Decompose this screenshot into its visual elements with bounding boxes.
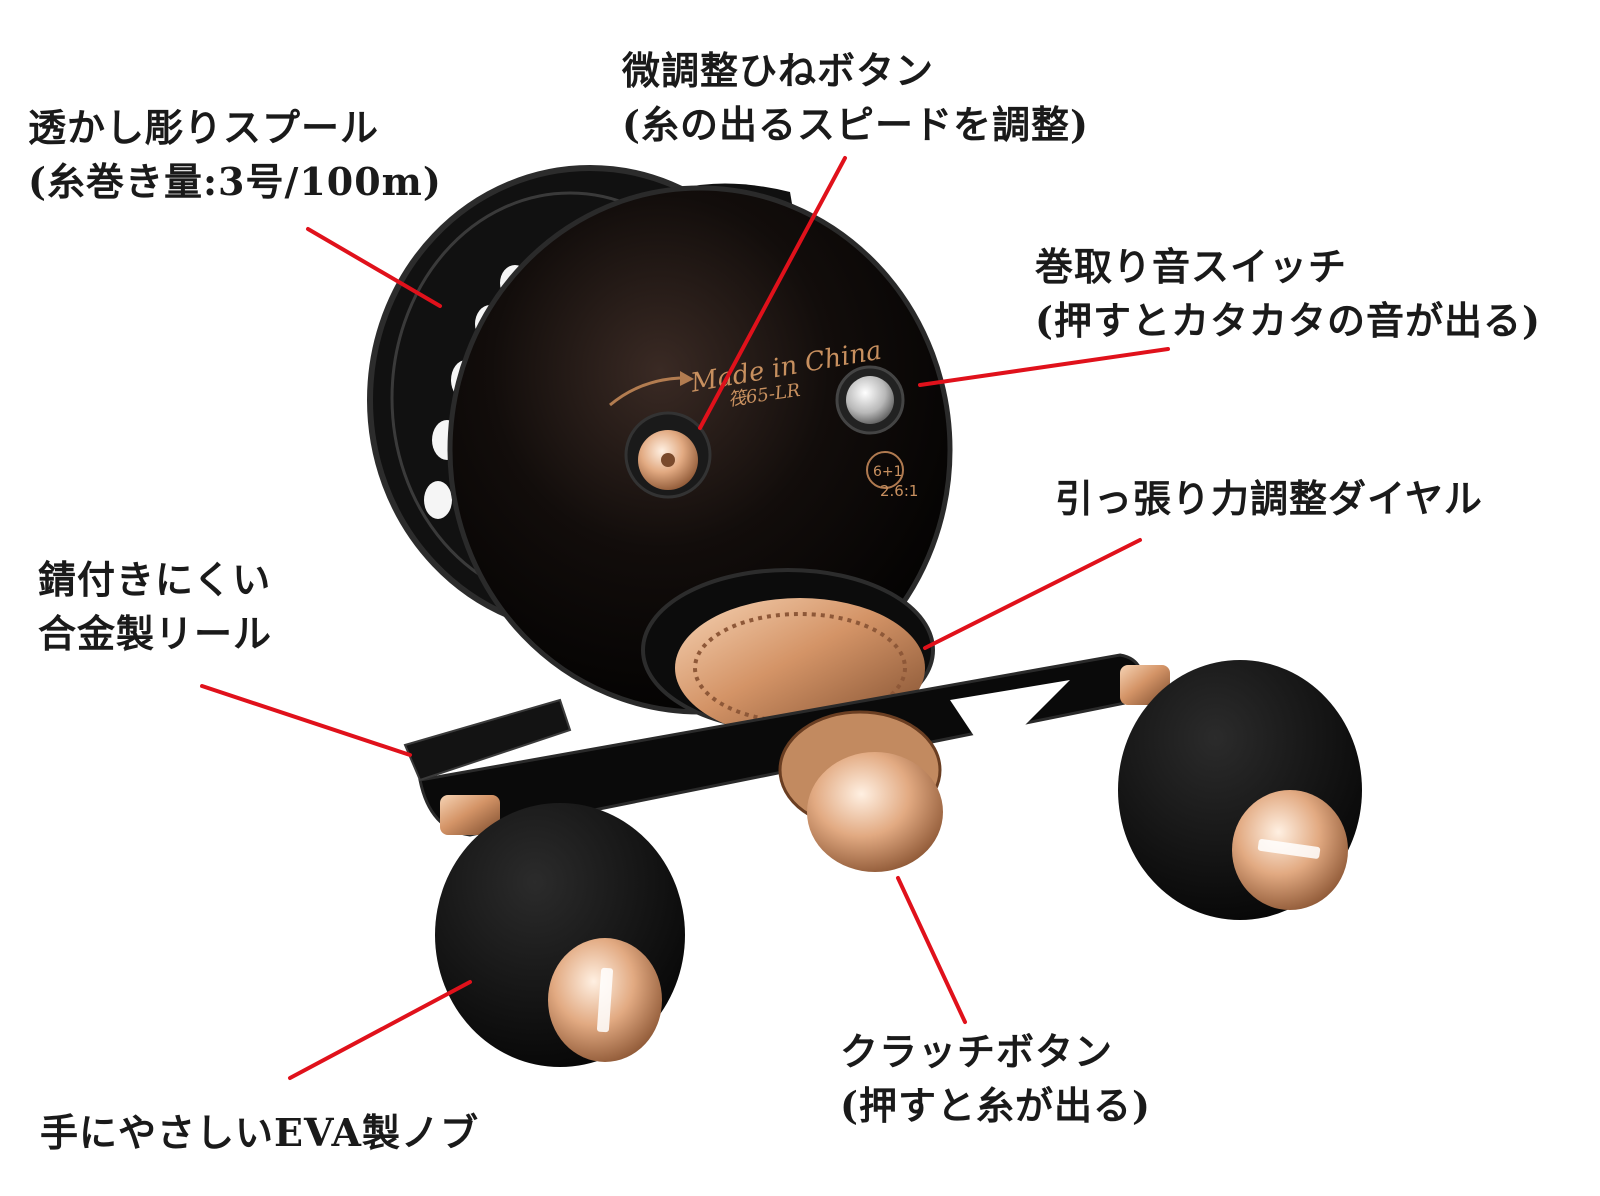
- handle-arm: [403, 653, 1144, 837]
- leader-tension: [923, 538, 1142, 650]
- label-eva-knob: 手にやさしいEVA製ノブ: [40, 1106, 479, 1160]
- label-knob-title: 手にやさしいEVA製ノブ: [40, 1110, 479, 1155]
- bearing-text: 6+1: [873, 464, 903, 480]
- fine-adjust-knob: [624, 411, 712, 499]
- label-clutch-title: クラッチボタン: [840, 1029, 1114, 1074]
- label-alloy-body: 錆付きにくい 合金製リール: [38, 553, 272, 661]
- leader-spool: [306, 227, 442, 308]
- label-alloy-line1: 錆付きにくい: [38, 557, 272, 602]
- ratio-text: 2.6:1: [880, 482, 918, 500]
- right-knob-slot: [1257, 838, 1321, 859]
- bearing-badge: [866, 451, 904, 489]
- label-fine-adjust: 微調整ひねボタン (糸の出るスピードを調整): [622, 44, 1089, 152]
- right-knob: [1118, 660, 1362, 920]
- label-sound-detail: (押すとカタカタの音が出る): [1035, 298, 1541, 343]
- label-spool-title: 透かし彫りスプール: [28, 105, 380, 150]
- tension-dial: [641, 568, 935, 738]
- label-tension-title: 引っ張り力調整ダイヤル: [1055, 476, 1483, 521]
- clicker-switch: [835, 365, 905, 435]
- direction-arrow-head: [680, 371, 694, 386]
- leader-knob: [288, 980, 472, 1080]
- label-alloy-line2: 合金製リール: [38, 611, 273, 656]
- label-tension-dial: 引っ張り力調整ダイヤル: [1055, 472, 1483, 526]
- arm-cutout: [950, 680, 1070, 760]
- leader-clutch: [896, 876, 967, 1024]
- label-spool-detail: (糸巻き量:3号/100m): [28, 159, 442, 204]
- label-fine-title: 微調整ひねボタン: [622, 48, 935, 93]
- reel-foot: [403, 698, 572, 782]
- label-fine-detail: (糸の出るスピードを調整): [622, 102, 1089, 147]
- leader-fine: [698, 156, 847, 430]
- leader-alloy: [200, 684, 412, 757]
- clicker-cap: [846, 376, 894, 424]
- label-clicker: 巻取り音スイッチ (押すとカタカタの音が出る): [1035, 240, 1541, 348]
- label-spool: 透かし彫りスプール (糸巻き量:3号/100m): [28, 101, 442, 209]
- clutch-cap: [807, 752, 943, 872]
- left-knob-slot: [596, 967, 614, 1033]
- label-clutch-detail: (押すと糸が出る): [840, 1083, 1151, 1128]
- label-sound-title: 巻取り音スイッチ: [1035, 244, 1348, 289]
- leader-sound: [918, 347, 1170, 387]
- clutch-button: [778, 710, 943, 872]
- left-knob-collar: [440, 795, 500, 835]
- fine-knob-hole: [661, 453, 675, 467]
- direction-arrow: [609, 376, 681, 407]
- leader-lines: [200, 156, 1170, 1080]
- label-clutch-button: クラッチボタン (押すと糸が出る): [840, 1025, 1151, 1133]
- spool-hole: [424, 481, 452, 519]
- left-knob: [435, 795, 685, 1067]
